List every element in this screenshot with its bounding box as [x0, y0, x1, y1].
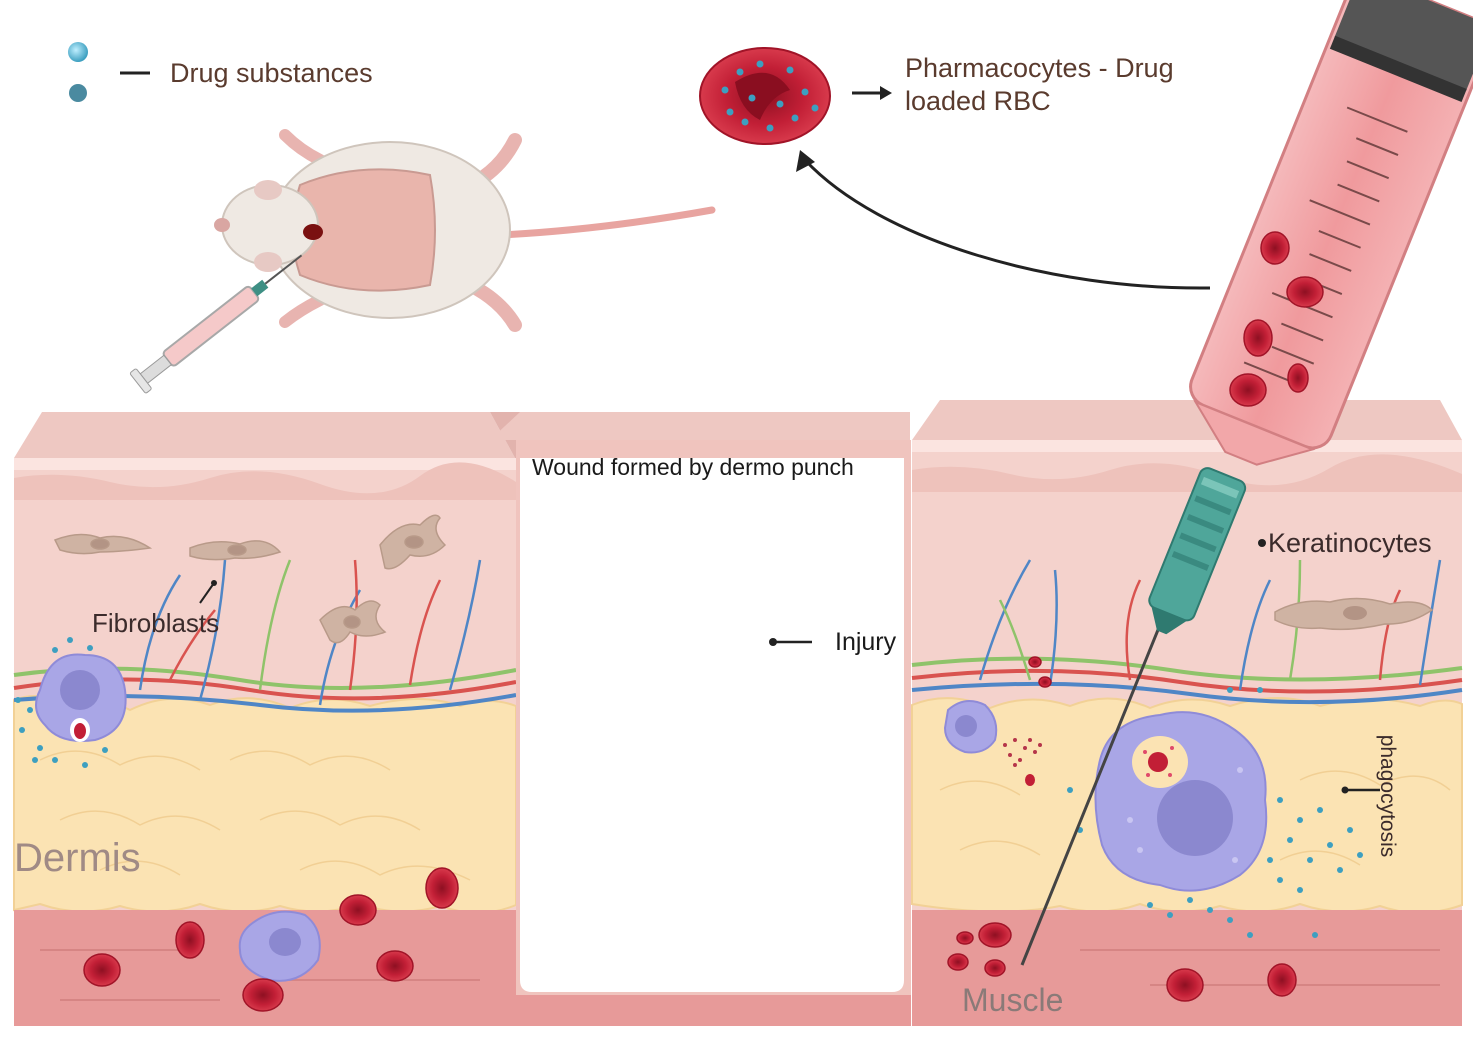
wound-label: Wound formed by dermo punch: [532, 454, 854, 480]
drug-particle-icon: [69, 84, 87, 102]
pharmacocytes-label-line2: loaded RBC: [905, 86, 1051, 116]
arrow-curve: [803, 158, 1211, 290]
pharmacocytes-label: Pharmacocytes - Drug loaded RBC: [905, 52, 1174, 118]
pharmacocyte-rbc-icon: [699, 47, 892, 145]
pharmacocytes-label-line1: Pharmacocytes - Drug: [905, 53, 1174, 83]
drug-particle-icon: [68, 42, 88, 62]
injury-label: Injury: [835, 628, 897, 656]
right-skin-block: [911, 400, 1463, 1026]
phagocytosis-label: phagocytosis: [1376, 734, 1399, 858]
left-skin-block: [13, 412, 520, 1026]
drug-substances-label: Drug substances: [170, 58, 373, 88]
drug-substances-legend: [68, 42, 150, 102]
mouse-illustration: [129, 129, 716, 394]
muscle-label: Muscle: [962, 982, 1064, 1018]
syringe-illustration: [1020, 0, 1473, 966]
dermis-label: Dermis: [14, 836, 141, 880]
fibroblasts-label: Fibroblasts: [92, 608, 220, 638]
arrow-head-icon: [796, 150, 815, 172]
keratinocytes-label: Keratinocytes: [1268, 528, 1432, 558]
wound-gap: [490, 412, 911, 1026]
